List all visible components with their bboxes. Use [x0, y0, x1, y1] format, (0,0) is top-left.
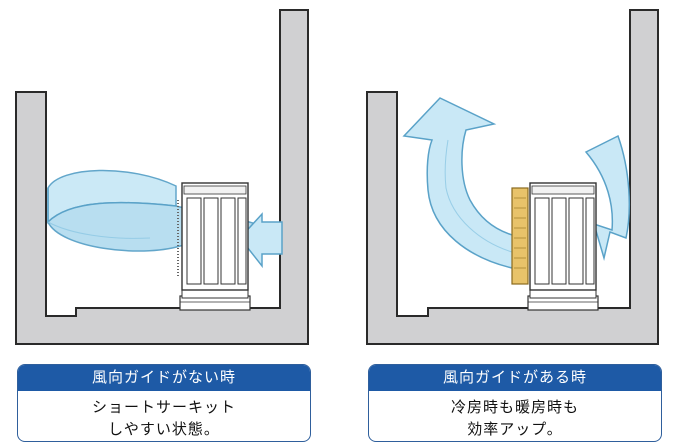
- right-caption-line1: 冷房時も暖房時も: [450, 398, 579, 416]
- right-caption: 風向ガイドがある時 冷房時も暖房時も 効率アップ。: [368, 364, 662, 442]
- right-room-walls: [366, 9, 659, 345]
- return-airflow: [584, 134, 631, 261]
- left-caption-body: ショートサーキット しやすい状態。: [18, 391, 310, 440]
- airflow-return-arrow: [239, 212, 283, 269]
- right-caption-title: 風向ガイドがある時: [369, 365, 661, 391]
- left-outdoor-unit: [177, 182, 251, 311]
- right-caption-line2: 効率アップ。: [467, 420, 563, 438]
- wind-guide: [511, 187, 529, 285]
- deflected-airflow: [402, 97, 517, 269]
- right-caption-body: 冷房時も暖房時も 効率アップ。: [369, 391, 661, 440]
- left-caption-title: 風向ガイドがない時: [18, 365, 310, 391]
- left-caption: 風向ガイドがない時 ショートサーキット しやすい状態。: [17, 364, 311, 442]
- right-scene: [366, 9, 659, 345]
- left-scene: [15, 9, 309, 345]
- right-outdoor-unit: [527, 182, 599, 311]
- left-caption-line1: ショートサーキット: [91, 398, 236, 416]
- airflow-up-arrow: [402, 97, 517, 269]
- left-room-walls: [15, 9, 309, 345]
- left-caption-line2: しやすい状態。: [108, 420, 220, 438]
- return-air-arrow: [584, 134, 631, 261]
